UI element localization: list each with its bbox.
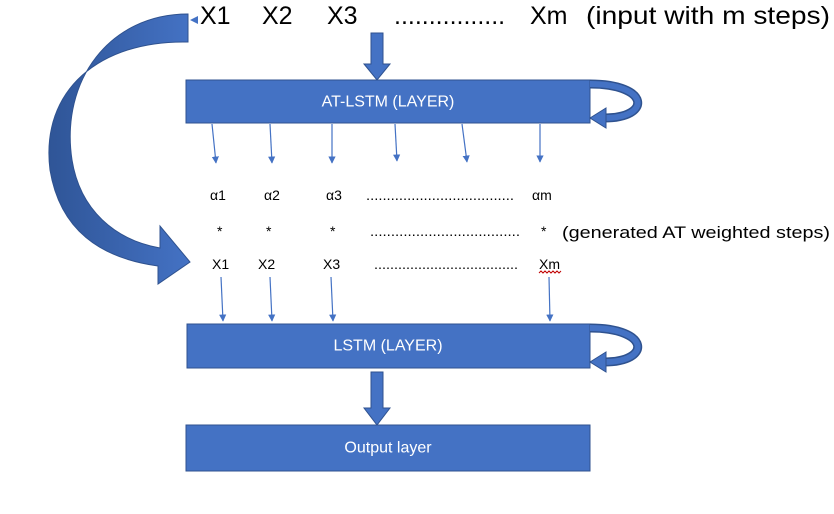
input-x2: X2 [262, 2, 293, 30]
lstm-to-output-arrow [362, 371, 392, 426]
weighted-x1: X1 [212, 256, 229, 272]
weighted-x2: X2 [258, 256, 275, 272]
atlstm-layer-box [185, 79, 591, 124]
input-note: (input with m steps) [586, 2, 830, 30]
multiply-1: * [217, 223, 223, 239]
input-pointer-icon [190, 16, 198, 24]
weighted-xm: Xm [539, 256, 560, 272]
lstm-layer-label: LSTM (LAYER) [333, 338, 442, 355]
output-layer-label: Output layer [344, 440, 432, 457]
weighted-steps-note: (generated AT weighted steps) [562, 223, 830, 242]
alpha-dots: .................................... [366, 187, 514, 203]
multiply-dots: .................................... [370, 223, 520, 239]
alpha-2: α2 [264, 187, 280, 203]
spellcheck-squiggle [538, 270, 562, 274]
atlstm-recurrent-loop-arrow [589, 79, 642, 129]
input-dots: ................ [394, 2, 505, 30]
atlstm-layer-label: AT-LSTM (LAYER) [322, 94, 455, 111]
alpha-3: α3 [326, 187, 342, 203]
input-to-atlstm-arrow [362, 32, 392, 81]
alpha-1: α1 [210, 187, 226, 203]
weighted-to-lstm-arrows [219, 276, 554, 322]
lstm-recurrent-loop-arrow [589, 323, 642, 373]
input-x3: X3 [327, 2, 358, 30]
alpha-m: αm [532, 187, 552, 203]
output-layer-box [185, 424, 591, 472]
atlstm-to-alpha-arrows [211, 123, 544, 164]
multiply-m: * [541, 223, 547, 239]
input-x1: X1 [200, 2, 231, 30]
skip-connection-curved-arrow [48, 13, 191, 285]
multiply-2: * [266, 223, 272, 239]
weighted-dots: .................................... [374, 256, 518, 272]
input-xm: Xm [530, 2, 568, 30]
multiply-3: * [330, 223, 336, 239]
weighted-x3: X3 [323, 256, 340, 272]
lstm-layer-box [186, 323, 591, 369]
